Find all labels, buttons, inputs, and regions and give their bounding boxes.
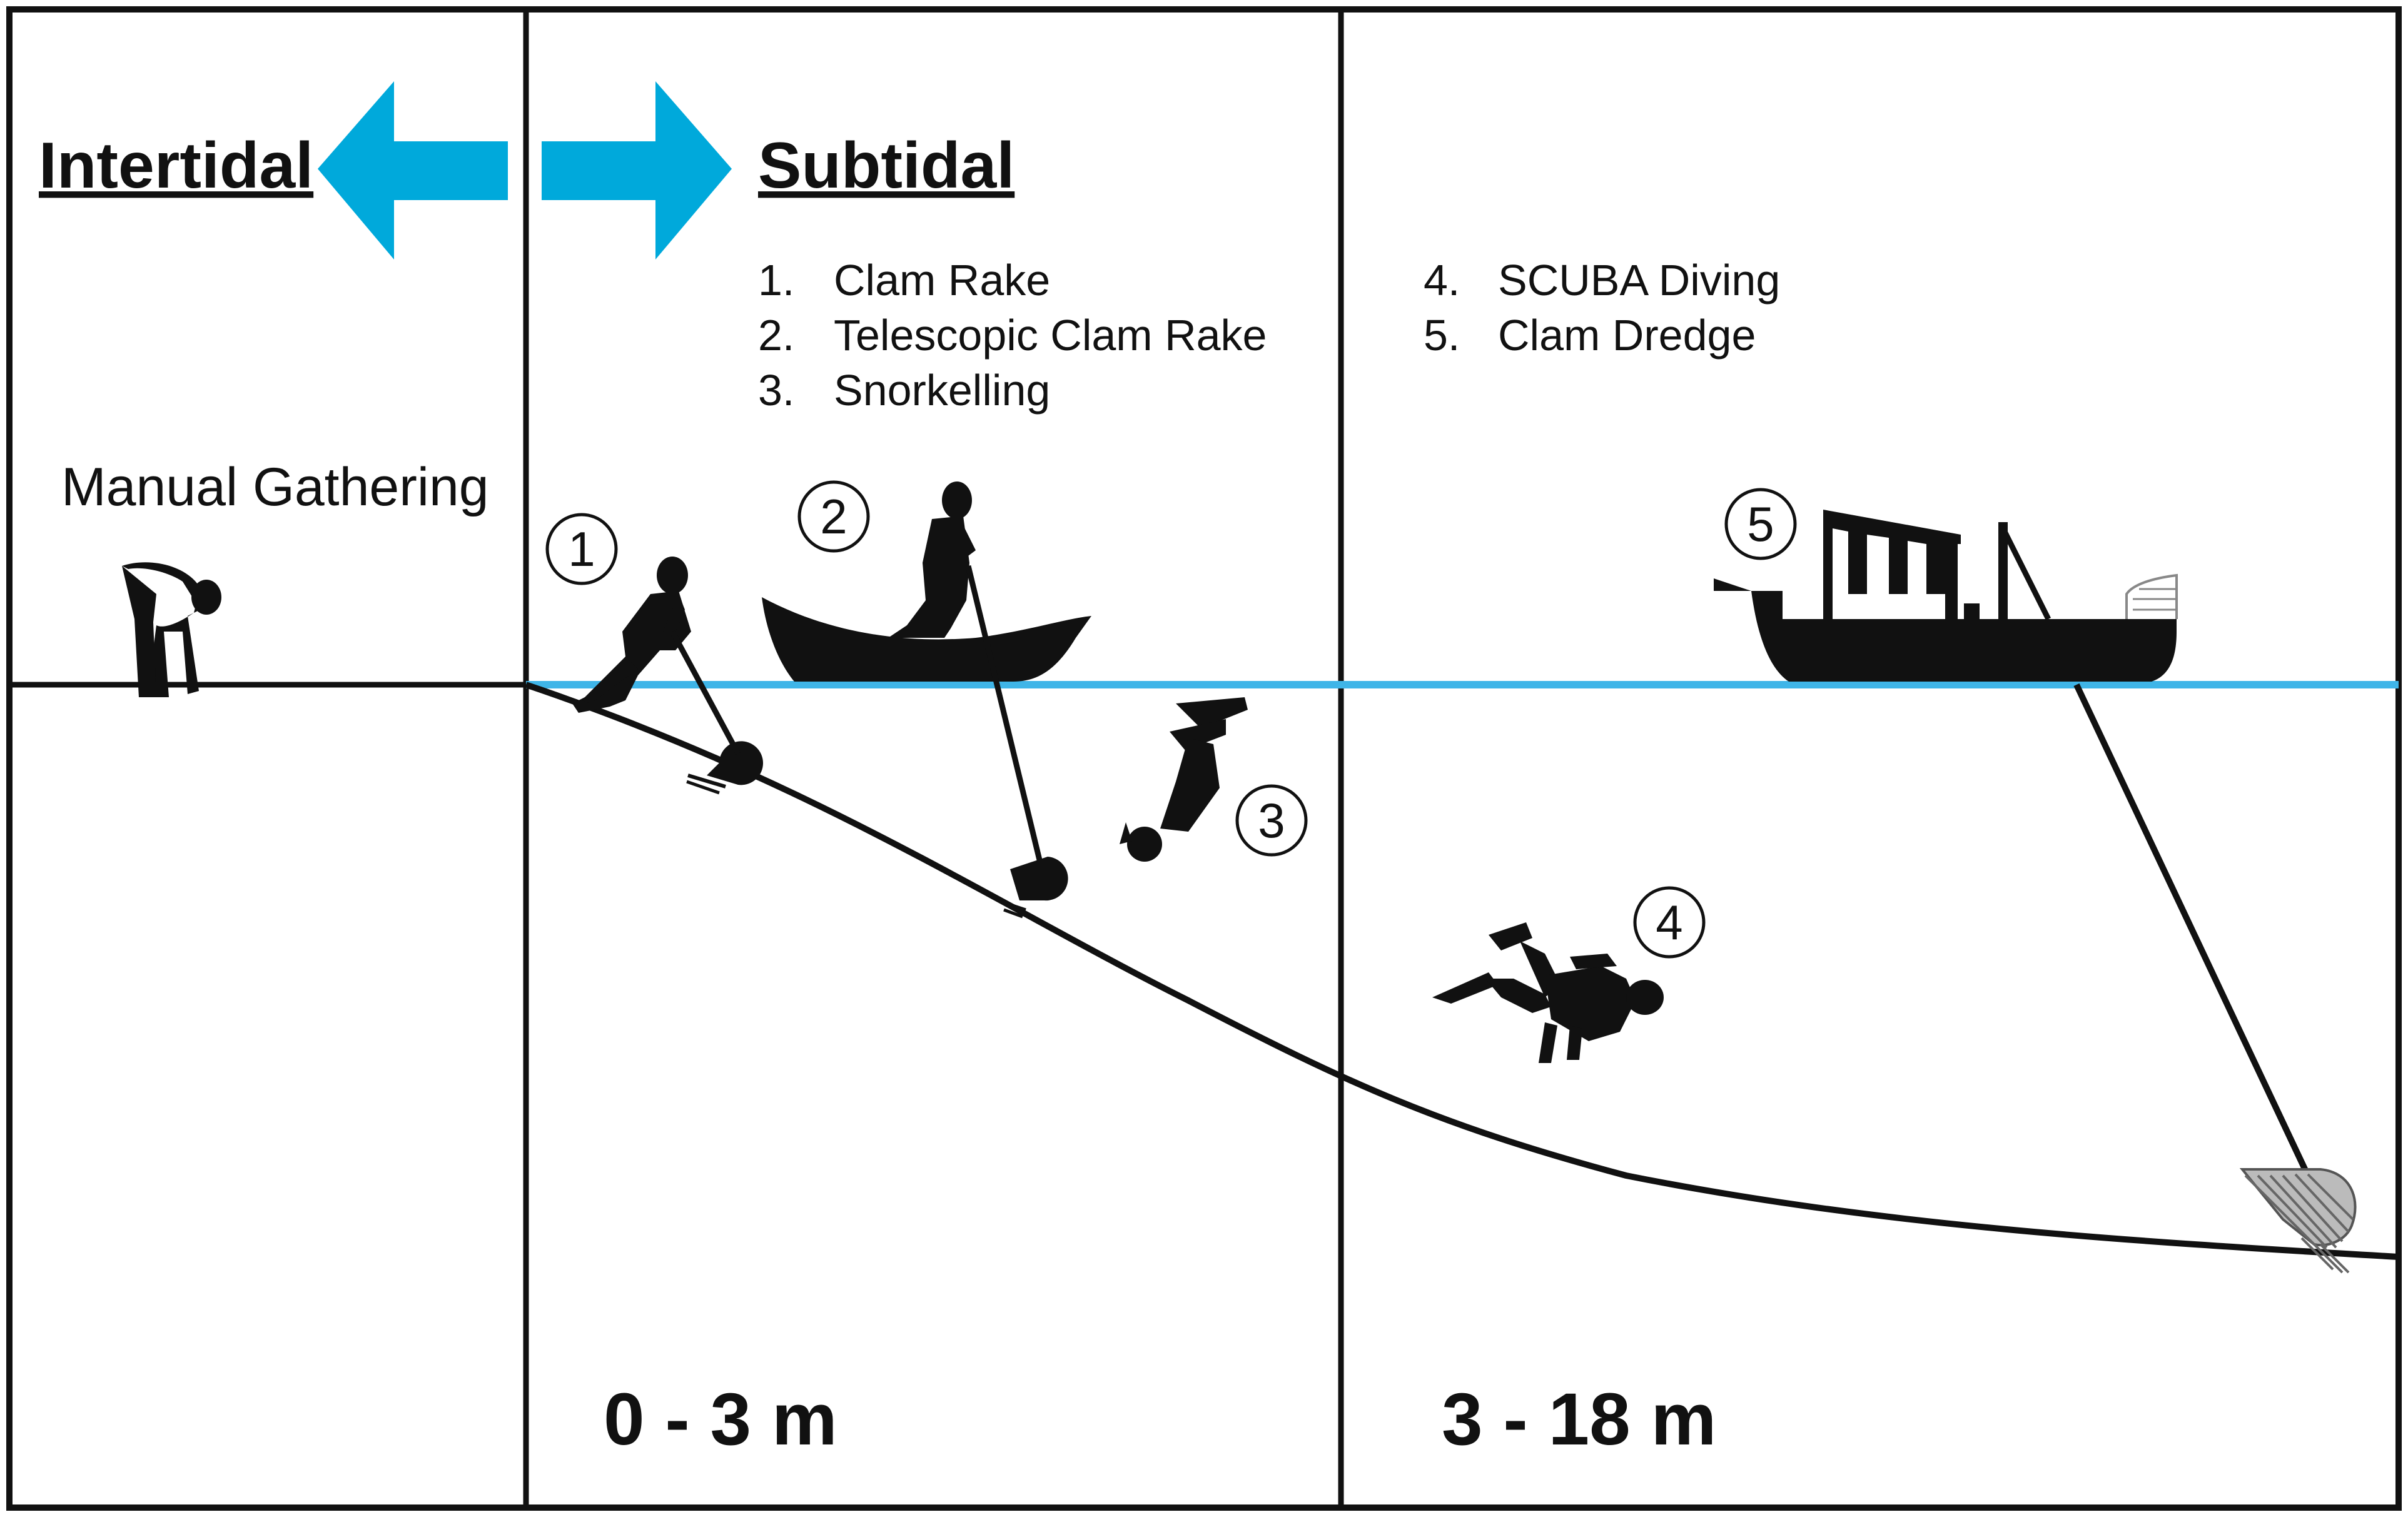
- list1-label-1: Clam Rake: [834, 256, 1050, 305]
- svg-text:2: 2: [820, 489, 847, 544]
- snorkeler-icon: [1120, 697, 1248, 862]
- manual-gathering-label: Manual Gathering: [61, 457, 489, 517]
- svg-text:3: 3: [1258, 793, 1285, 848]
- list1-num-2: 2.: [758, 311, 794, 360]
- scuba-diver-icon: [1432, 922, 1664, 1063]
- list1-num-1: 1.: [758, 256, 794, 305]
- svg-text:1: 1: [568, 522, 595, 577]
- marker-4: 4: [1633, 886, 1706, 959]
- list1-label-3: Snorkelling: [834, 366, 1050, 415]
- marker-3: 3: [1235, 784, 1308, 857]
- marker-2: 2: [797, 480, 870, 553]
- list2-label-4: SCUBA Diving: [1498, 256, 1780, 305]
- telescopic-rake-pole: [965, 565, 1046, 877]
- list1-label-2: Telescopic Clam Rake: [834, 311, 1267, 360]
- double-arrow-icon: [318, 81, 732, 260]
- heading-intertidal: Intertidal: [39, 129, 313, 202]
- list2-label-5: Clam Dredge: [1498, 311, 1756, 360]
- dredge-icon: [2239, 1168, 2357, 1274]
- list2-num-5: 5.: [1424, 311, 1460, 360]
- heading-subtidal: Subtidal: [758, 129, 1014, 202]
- boat-icon: [762, 481, 1091, 682]
- marker-5: 5: [1724, 488, 1797, 560]
- seabed-profile: [525, 682, 2399, 1260]
- depth-label-shallow: 0 - 3 m: [604, 1378, 837, 1461]
- depth-label-deep: 3 - 18 m: [1442, 1378, 1716, 1461]
- dredge-tow-line: [2073, 683, 2311, 1177]
- person-raking-icon: [572, 557, 763, 795]
- list1-num-3: 3.: [758, 366, 794, 415]
- svg-text:5: 5: [1747, 496, 1774, 552]
- marker-1: 1: [545, 513, 618, 585]
- telescopic-rake-head-icon: [1003, 857, 1068, 919]
- list2-num-4: 4.: [1424, 256, 1460, 305]
- outer-frame: [6, 6, 2402, 1511]
- dredge-mast-line: [1998, 523, 2051, 621]
- person-bending-icon: [122, 562, 221, 697]
- fishing-boat-icon: [1714, 510, 2178, 682]
- svg-text:4: 4: [1656, 895, 1682, 950]
